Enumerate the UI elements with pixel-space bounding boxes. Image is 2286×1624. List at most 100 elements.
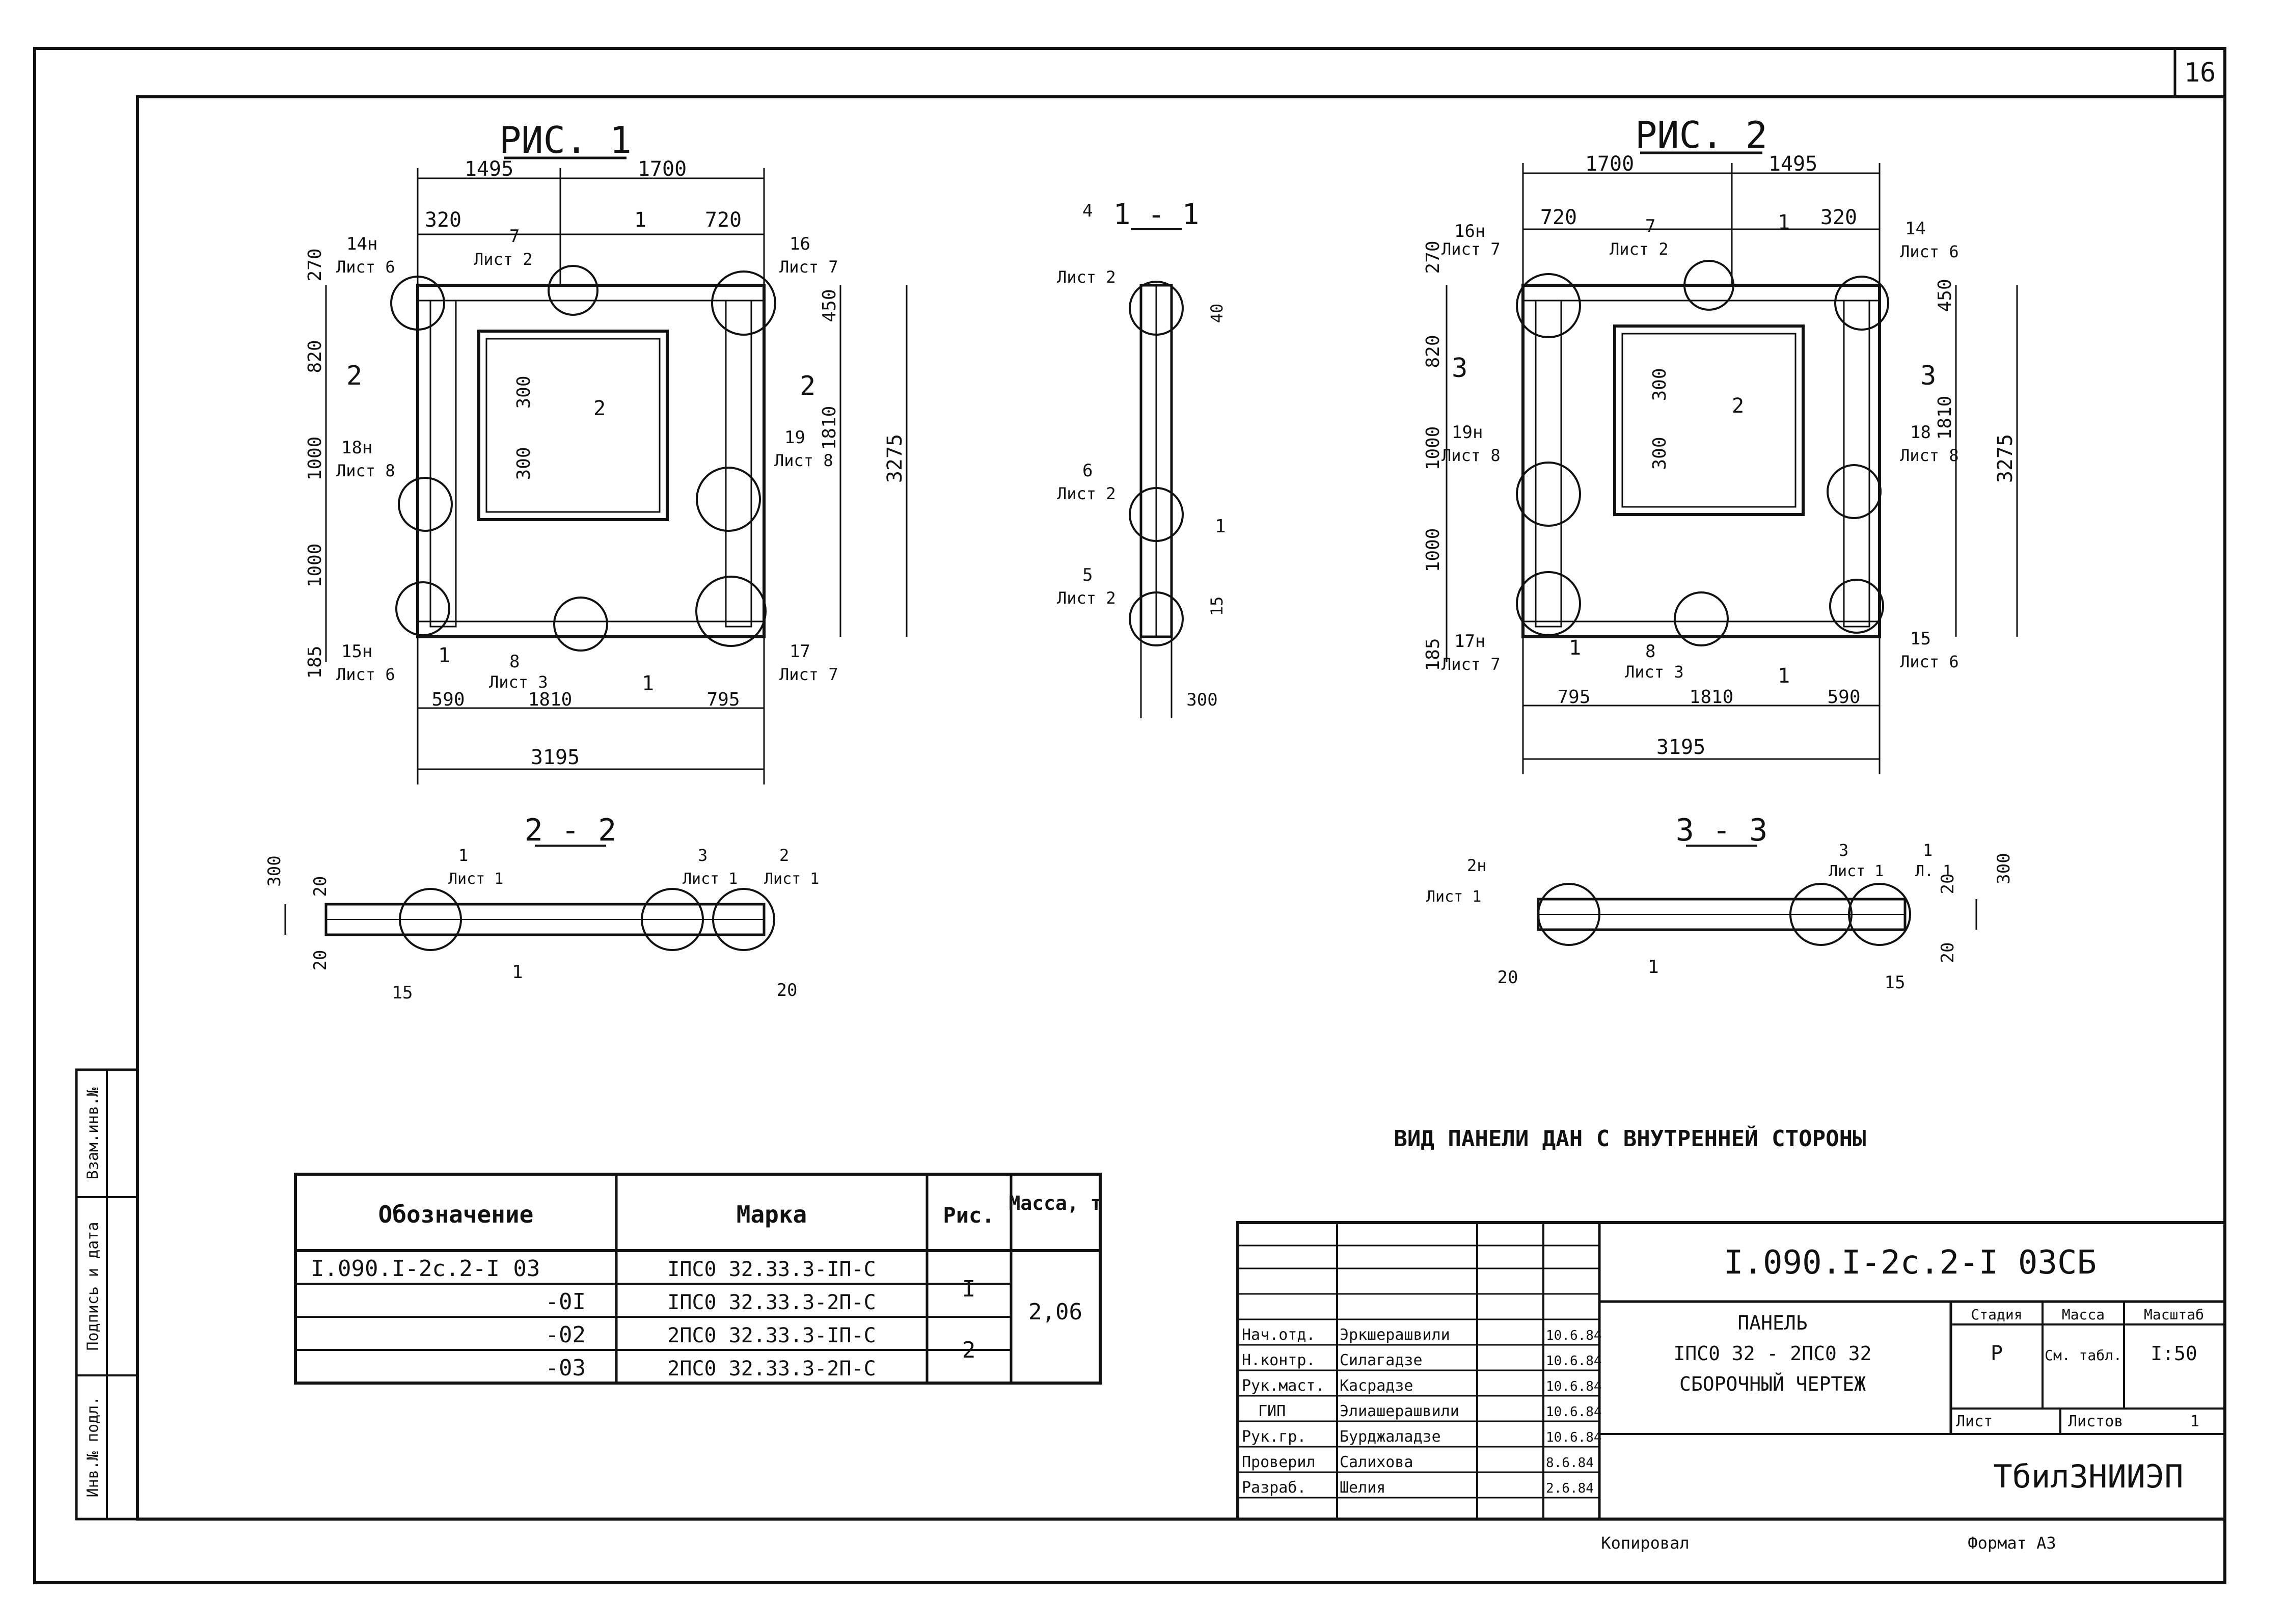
fig2-callout-3-sheet: Лист 8 (1441, 446, 1501, 465)
spec-table: Обозначение Марка Рис. Масса, т I.090.I-… (294, 1173, 1102, 1385)
sec22-dim-2: 20 (310, 950, 331, 971)
tb-org: ТбилЗНИИЭП (1993, 1458, 2183, 1495)
tb-date-1: 10.6.84 (1546, 1354, 1602, 1369)
fig2-window (1613, 324, 1805, 516)
tb-sheets: 1 (2190, 1413, 2199, 1430)
section-3-3: 3 - 3 300 20 20 15 20 2н Лист 1 3 Лист 1… (1426, 813, 2014, 993)
tb-name-2b: Касрадзе (1340, 1377, 1413, 1395)
fig1-callout-5-sheet: Лист 6 (336, 665, 395, 684)
spec-row-1-mark: IПС0 32.33.3-2П-С (667, 1291, 876, 1314)
fig2-dim-window-0: 300 (1649, 368, 1670, 401)
fig1-callout-6-sheet: Лист 3 (489, 672, 548, 692)
fig1-dim-window-1: 300 (513, 447, 534, 480)
fig1-callout-7-sheet: Лист 7 (779, 665, 838, 684)
fig2-dim-left-4: 185 (1423, 638, 1444, 671)
fig1-dim-left-4: 185 (305, 645, 325, 679)
fig2-panel (1521, 284, 1881, 638)
fig2-callout-1-sheet: Лист 2 (1610, 239, 1669, 259)
tb-name-2: IПС0 32 - 2ПС0 32 (1674, 1342, 1872, 1365)
sec22-callout-0-num: 1 (458, 846, 468, 865)
fig1-label-3: 1 (438, 644, 450, 667)
spec-row-0-mark: IПС0 32.33.3-IП-С (667, 1258, 876, 1281)
spec-header-fig: Рис. (943, 1203, 994, 1228)
fig1-callout-1-num: 7 (509, 226, 520, 247)
tb-date-6: 2.6.84 (1546, 1481, 1594, 1496)
fig2-label-0: 3 (1452, 353, 1467, 384)
fig2-dim-top-1: 1495 (1768, 152, 1817, 176)
sec22-dim-4: 20 (777, 980, 798, 1000)
sec33-dim-3: 15 (1885, 972, 1906, 993)
fig2-dim-top-0: 1700 (1585, 152, 1634, 176)
fig2-callout-1-num: 7 (1645, 216, 1655, 236)
fig1-callout-6-num: 8 (509, 652, 520, 672)
sec11-dim-0: 40 (1207, 304, 1227, 323)
inner-border (136, 95, 2226, 1521)
sec22-dim-1: 20 (310, 876, 331, 897)
side-stamp: Взам.инв.№ Подпись и дата Инв.№ подл. (75, 1068, 139, 1521)
tb-role-5: Проверил (1242, 1453, 1316, 1471)
fig1-panel (416, 284, 766, 638)
sec33-callout-2-sheet: Л. 1 (1915, 862, 1952, 880)
fig2-dim-window-1: 300 (1649, 437, 1670, 470)
sec22-callout-2-num: 2 (779, 846, 789, 865)
fig1-dim-top-1: 1700 (638, 157, 687, 181)
tb-date-4: 10.6.84 (1546, 1430, 1602, 1445)
fig2-callout-2-num: 14 (1905, 219, 1926, 239)
tb-code: I.090.I-2с.2-I 03СБ (1724, 1244, 2097, 1282)
fig2-dim-left-1: 820 (1423, 335, 1444, 368)
fig1-dim-bottom-1: 1810 (528, 689, 573, 710)
fig2-callout-7-num: 15 (1910, 629, 1931, 649)
fig2-callout-2-sheet: Лист 6 (1900, 242, 1959, 261)
figure-1: РИС. 1 1495 1700 320 720 270 820 100 (305, 119, 908, 784)
tb-scale: I:50 (2151, 1342, 2197, 1365)
spec-row-0-designation: I.090.I-2с.2-I 03 (311, 1256, 540, 1282)
tb-role-4: Рук.гр. (1242, 1428, 1306, 1446)
fig1-dim-bottom-0: 590 (431, 689, 465, 710)
fig1-callout-2-num: 16 (790, 234, 810, 254)
fig1-dim-left-2: 1000 (305, 437, 325, 481)
sec11-callout-0-sheet: Лист 2 (1057, 267, 1116, 287)
tb-role-0: Нач.отд. (1242, 1326, 1316, 1344)
fig2-callout-6-num: 8 (1645, 641, 1655, 662)
sec33-title: 3 - 3 (1676, 813, 1768, 848)
fig1-dim-top2-0: 320 (425, 208, 461, 232)
sheet-number: 16 (2184, 58, 2216, 88)
fig1-dim-width: 3195 (531, 746, 580, 769)
spec-fig-1: 2 (962, 1337, 976, 1363)
sec11-callout-0-num: 4 (1082, 201, 1093, 221)
fig2-label-1: 1 (1778, 211, 1790, 234)
fig2-dim-left-2: 1000 (1423, 426, 1444, 471)
section-1-1: 1 - 1 4 Лист 2 6 Лист 2 5 Лист 2 40 15 3… (1057, 198, 1227, 718)
fig2-dim-top2-1: 320 (1820, 206, 1857, 229)
fig1-label-0: 2 (593, 397, 606, 420)
fig1-dim-top2-1: 720 (705, 208, 742, 232)
fig1-dim-right-a: 450 (819, 289, 840, 322)
tb-role-1: Н.контр. (1242, 1351, 1316, 1369)
tb-date-5: 8.6.84 (1546, 1455, 1594, 1471)
sec11-title: 1 - 1 (1113, 198, 1200, 231)
fig1-dim-top-0: 1495 (465, 157, 513, 181)
sec33-callout-1-sheet: Лист 1 (1829, 862, 1884, 880)
spec-row-2-designation: -02 (546, 1322, 586, 1348)
fig1-callout-3-num: 18н (341, 438, 372, 458)
fig1-dim-left-3: 1000 (305, 544, 325, 588)
tb-name-1: ПАНЕЛЬ (1737, 1312, 1807, 1334)
sec33-callout-0-num: 2н (1467, 856, 1487, 875)
fig2-callout-6-sheet: Лист 3 (1625, 662, 1684, 682)
side-stamp-0: Взам.инв.№ (84, 1088, 102, 1180)
sec11-dim-1: 15 (1207, 597, 1227, 616)
fig1-callout-7-num: 17 (790, 641, 810, 662)
tb-date-2: 10.6.84 (1546, 1379, 1602, 1394)
tb-sheet-label: Лист (1956, 1413, 1993, 1430)
fig1-callout-4-num: 19 (784, 427, 805, 448)
fig2-dim-width: 3195 (1656, 736, 1705, 759)
tb-name-6: Шелия (1340, 1479, 1385, 1497)
fig2-callout-0-num: 16н (1454, 221, 1485, 241)
fig1-dim-height: 3275 (883, 434, 907, 483)
footer-format: Формат А3 (1968, 1533, 2056, 1553)
section-2-2: 2 - 2 300 20 20 15 20 1 Лист 1 3 Лист 1 … (264, 813, 819, 1003)
tb-name-0: Эркшерашвили (1340, 1326, 1450, 1344)
sec22-callout-1-sheet: Лист 1 (683, 870, 738, 888)
footer-copied: Копировал (1601, 1533, 1689, 1553)
tb-name-3: СБОРОЧНЫЙ ЧЕРТЕЖ (1679, 1373, 1866, 1395)
